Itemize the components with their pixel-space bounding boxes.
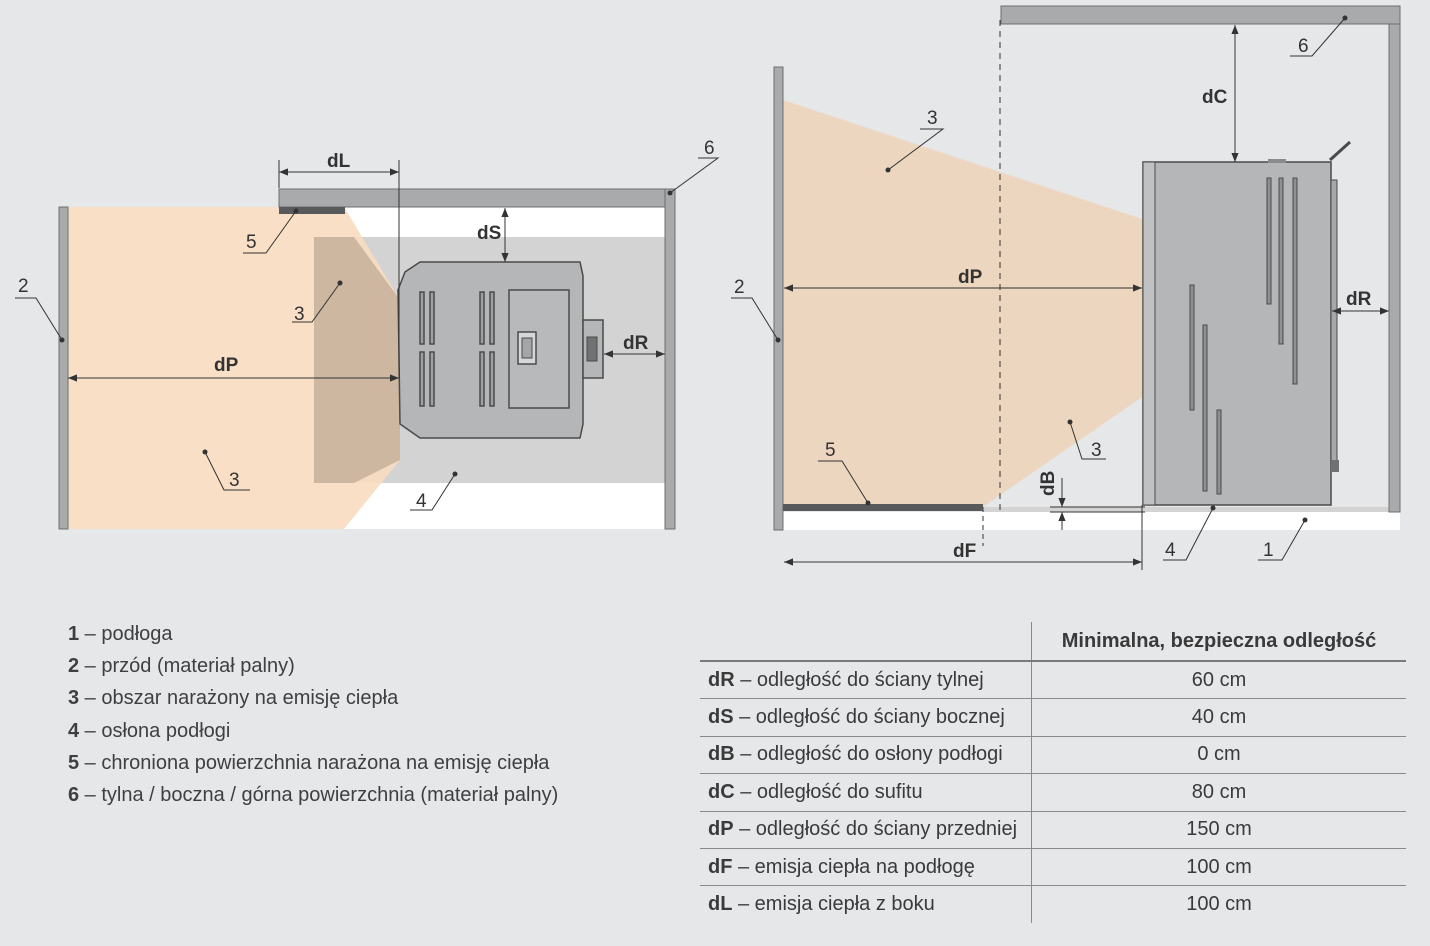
front-wall-side: [773, 66, 784, 531]
legend-item-3: 3 – obszar narażony na emisję ciepła: [68, 682, 558, 714]
row-value: 100 cm: [1186, 893, 1252, 916]
heat-zone-overlap: [314, 237, 400, 483]
row-desc: – emisja ciepła z boku: [732, 893, 935, 916]
row-desc: – odległość do ściany tylnej: [734, 668, 984, 691]
installation-diagrams: dL dS dR dP 2 5 3 3 4 6: [15, 5, 1401, 570]
dim-dP-left: dP: [214, 355, 239, 376]
legend-number: 5: [68, 751, 80, 774]
dim-dS-left: dS: [477, 223, 501, 244]
table-header-value: Minimalna, bezpieczna odległość: [1031, 622, 1406, 662]
row-desc: – odległość do osłony podłogi: [734, 743, 1003, 766]
row-desc: – emisja ciepła na podłogę: [732, 855, 975, 878]
dim-dL-left: dL: [327, 151, 351, 172]
row-code: dC: [708, 780, 735, 803]
label-6-right: 6: [1298, 36, 1309, 57]
side-wall: [278, 188, 675, 208]
top-view-diagram: dL dS dR dP 2 5 3 3 4 6: [15, 138, 720, 530]
dim-dR-right: dR: [1346, 289, 1372, 310]
row-desc: – odległość do ściany przedniej: [733, 818, 1018, 841]
row-label: dR – odległość do ściany tylnej: [700, 661, 1032, 700]
dim-dR-left: dR: [623, 333, 649, 354]
dim-dF-right: dF: [953, 541, 976, 562]
row-value: 100 cm: [1031, 848, 1406, 887]
row-code: dR: [708, 668, 735, 691]
ceiling: [1000, 5, 1401, 25]
dim-dP-right: dP: [958, 267, 983, 288]
table-row: dF – emisja ciepła na podłogę 100 cm: [700, 848, 1406, 887]
label-1-right: 1: [1263, 540, 1274, 561]
table-row: dB – odległość do osłony podłogi 0 cm: [700, 736, 1406, 775]
legend-item-1: 1 – podłoga: [68, 618, 558, 650]
legend-item-4: 4 – osłona podłogi: [68, 715, 558, 747]
label-4-right: 4: [1165, 540, 1176, 561]
distance-table: Minimalna, bezpieczna odległość dR – odl…: [700, 622, 1406, 923]
legend-number: 6: [68, 784, 80, 807]
side-view-diagram: dC dP dR dF dB 6 3 2 5 3 4 1: [731, 5, 1401, 570]
protected-surface: [279, 207, 345, 214]
table-header-empty: [700, 622, 1032, 662]
legend-text: – osłona podłogi: [79, 719, 231, 742]
back-wall-side: [1388, 23, 1401, 513]
front-wall: [58, 206, 69, 530]
legend-item-6: 6 – tylna / boczna / górna powierzchnia …: [68, 779, 558, 811]
row-code: dF: [708, 855, 733, 878]
row-value: 0 cm: [1031, 736, 1406, 775]
floor: [783, 512, 1400, 530]
row-label: dC – odległość do sufitu: [700, 773, 1032, 812]
back-wall: [664, 188, 676, 530]
table-row: dC – odległość do sufitu 80 cm: [700, 773, 1406, 812]
legend-number: 3: [68, 687, 80, 710]
label-5-right: 5: [825, 440, 836, 461]
row-code: dS: [708, 706, 734, 729]
label-4-left: 4: [416, 491, 427, 512]
table-row: dS – odległość do ściany bocznej 40 cm: [700, 698, 1406, 737]
row-label: dF – emisja ciepła na podłogę: [700, 848, 1032, 887]
legend-text: – chroniona powierzchnia narażona na emi…: [79, 751, 550, 774]
label-3b-left: 3: [229, 470, 240, 491]
row-label: dL – emisja ciepła z boku: [700, 885, 1032, 923]
label-3a-right: 3: [927, 108, 938, 129]
label-5-left: 5: [246, 232, 257, 253]
row-desc: – odległość do sufitu: [734, 780, 923, 803]
legend-number: 4: [68, 719, 80, 742]
legend: 1 – podłoga 2 – przód (materiał palny) 3…: [68, 618, 558, 811]
row-code: dL: [708, 893, 733, 916]
legend-text: – podłoga: [79, 623, 173, 645]
table-row: dL – emisja ciepła z boku 100 cm: [700, 885, 1406, 923]
legend-number: 1: [68, 623, 80, 645]
legend-item-5: 5 – chroniona powierzchnia narażona na e…: [68, 747, 558, 779]
legend-item-2: 2 – przód (materiał palny): [68, 650, 558, 682]
legend-number: 2: [68, 655, 80, 678]
label-2-right: 2: [734, 277, 745, 298]
row-value: 40 cm: [1031, 698, 1406, 737]
protected-floor: [783, 504, 983, 511]
row-value: 80 cm: [1031, 773, 1406, 812]
row-code: dB: [708, 743, 735, 766]
row-code: dP: [708, 818, 734, 841]
table-row: dP – odległość do ściany przedniej 150 c…: [700, 811, 1406, 849]
row-label: dS – odległość do ściany bocznej: [700, 698, 1032, 737]
legend-text: – przód (materiał palny): [79, 655, 295, 678]
table-row: dR – odległość do ściany tylnej 60 cm: [700, 661, 1406, 700]
row-value: 150 cm: [1031, 811, 1406, 849]
stove-side-view: [1142, 140, 1352, 506]
row-label: dB – odległość do osłony podłogi: [700, 736, 1032, 775]
floor-guard-side: [983, 507, 1390, 512]
label-6-left: 6: [704, 138, 715, 159]
label-3b-right: 3: [1091, 440, 1102, 461]
row-label: dP – odległość do ściany przedniej: [700, 811, 1032, 849]
heat-zone-side: [783, 100, 1145, 507]
label-3a-left: 3: [294, 304, 305, 325]
label-2-left: 2: [18, 276, 29, 297]
table-header-row: Minimalna, bezpieczna odległość: [700, 622, 1406, 662]
row-desc: – odległość do ściany bocznej: [733, 706, 1005, 729]
dim-dB-right: dB: [1038, 471, 1059, 496]
legend-text: – obszar narażony na emisję ciepła: [79, 687, 399, 710]
stove-top-view: [397, 261, 604, 439]
dim-dC-right: dC: [1202, 87, 1228, 108]
row-value: 60 cm: [1031, 661, 1406, 700]
legend-text: – tylna / boczna / górna powierzchnia (m…: [79, 784, 559, 807]
